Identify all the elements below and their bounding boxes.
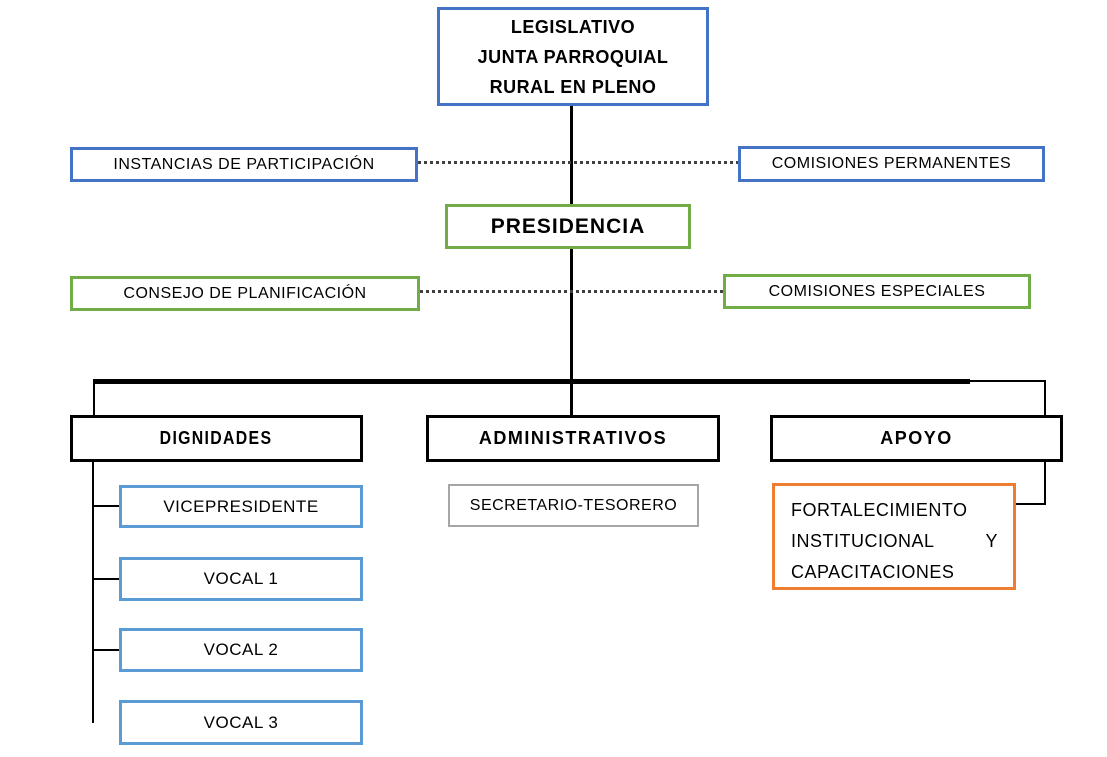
node-vocal-1-label: VOCAL 1 xyxy=(203,569,279,588)
node-dignidades-label: DIGNIDADES xyxy=(160,428,273,448)
node-presidencia: PRESIDENCIA xyxy=(445,204,691,249)
connector-drop-dignidades xyxy=(93,381,95,416)
node-presidencia-label: PRESIDENCIA xyxy=(490,214,646,238)
connector-tick-vicepresidente xyxy=(92,505,119,507)
node-consejo-label: CONSEJO DE PLANIFICACIÓN xyxy=(123,284,367,302)
node-fortalecimiento-institucional: FORTALECIMIENTO INSTITUCIONAL Y CAPACITA… xyxy=(772,483,1016,590)
node-comisiones-permanentes: COMISIONES PERMANENTES xyxy=(738,146,1045,182)
node-secretario-tesorero-label: SECRETARIO-TESORERO xyxy=(469,496,678,514)
node-apoyo-label: APOYO xyxy=(880,428,953,448)
node-apoyo: APOYO xyxy=(770,415,1063,462)
node-vocal-2: VOCAL 2 xyxy=(119,628,363,672)
connector-spine-dignidades xyxy=(92,461,94,723)
connector-horizontal-bar xyxy=(93,379,970,384)
node-fortalecimiento-label: FORTALECIMIENTO INSTITUCIONAL Y CAPACITA… xyxy=(791,500,998,582)
node-vocal-3: VOCAL 3 xyxy=(119,700,363,745)
connector-horizontal-bar-right-extension xyxy=(968,380,1046,382)
node-administrativos: ADMINISTRATIVOS xyxy=(426,415,720,462)
node-vicepresidente-label: VICEPRESIDENTE xyxy=(163,496,319,516)
node-vocal-3-label: VOCAL 3 xyxy=(203,712,279,732)
node-comisiones-especiales-label: COMISIONES ESPECIALES xyxy=(768,282,986,300)
node-vicepresidente: VICEPRESIDENTE xyxy=(119,485,363,528)
node-instancias-de-participacion: INSTANCIAS DE PARTICIPACIÓN xyxy=(70,147,418,182)
connector-tick-vocal2 xyxy=(92,649,119,651)
connector-dotted-consejo-especiales xyxy=(420,290,723,293)
node-comisiones-permanentes-label: COMISIONES PERMANENTES xyxy=(771,155,1012,172)
node-dignidades: DIGNIDADES xyxy=(70,415,363,462)
node-secretario-tesorero: SECRETARIO-TESORERO xyxy=(448,484,699,527)
node-vocal-1: VOCAL 1 xyxy=(119,557,363,601)
connector-elbow-fortalecimiento xyxy=(1016,503,1046,505)
node-instancias-label: INSTANCIAS DE PARTICIPACIÓN xyxy=(113,155,375,173)
connector-presidencia-trunk xyxy=(570,248,573,416)
node-administrativos-label: ADMINISTRATIVOS xyxy=(478,428,668,448)
node-legislativo: LEGISLATIVO JUNTA PARROQUIAL RURAL EN PL… xyxy=(437,7,709,106)
connector-dotted-instancias-permanentes xyxy=(418,161,739,164)
node-vocal-2-label: VOCAL 2 xyxy=(203,640,279,659)
connector-tick-vocal1 xyxy=(92,578,119,580)
node-consejo-de-planificacion: CONSEJO DE PLANIFICACIÓN xyxy=(70,276,420,311)
node-legislativo-label: LEGISLATIVO JUNTA PARROQUIAL RURAL EN PL… xyxy=(477,16,669,97)
connector-legislativo-presidencia xyxy=(570,106,573,206)
node-comisiones-especiales: COMISIONES ESPECIALES xyxy=(723,274,1031,309)
